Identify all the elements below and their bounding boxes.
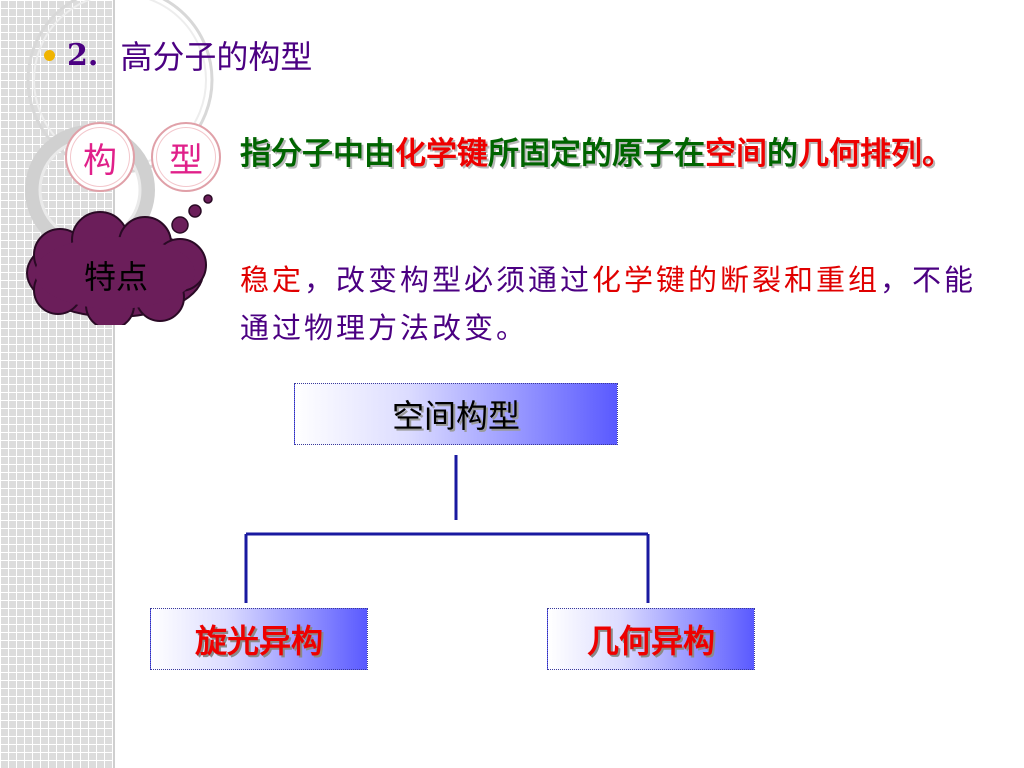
tree-root-box: 空间构型 [294, 383, 618, 445]
definition-text: 指分子中由化学键所固定的原子在空间的几何排列。 [240, 130, 980, 178]
definition-highlight: 空间 [705, 136, 767, 172]
definition-part: 的 [767, 136, 798, 172]
feature-text: 稳定，改变构型必须通过化学键的断裂和重组，不能通过物理方法改变。 [240, 256, 980, 352]
title-text: 高分子的构型 [120, 38, 313, 76]
tree-right-box: 几何异构 [547, 608, 755, 670]
char-circle-xing: 型 [151, 122, 221, 192]
definition-highlight: 几何排列 [798, 136, 922, 172]
char-circle-gou: 构 [65, 122, 135, 192]
definition-part: 指分子中由 [240, 136, 395, 172]
definition-part: 所固定的原子在 [488, 136, 705, 172]
thought-cloud-icon [26, 194, 213, 325]
cloud-label-tedian: 特点 [84, 258, 149, 296]
definition-part: 。 [922, 136, 953, 172]
definition-highlight: 化学键 [395, 136, 488, 172]
slide-title: 2. 高分子的构型 [44, 30, 312, 80]
title-number: 2. [67, 37, 99, 73]
feature-highlight: 化学键的断裂和重组 [592, 263, 881, 297]
tree-left-box: 旋光异构 [150, 608, 368, 670]
feature-highlight: 稳定 [240, 263, 305, 297]
bullet-icon [44, 49, 55, 61]
feature-part: ，不能通过物理方法改变。 [240, 263, 977, 345]
feature-part: ，改变构型必须通过 [304, 263, 593, 297]
